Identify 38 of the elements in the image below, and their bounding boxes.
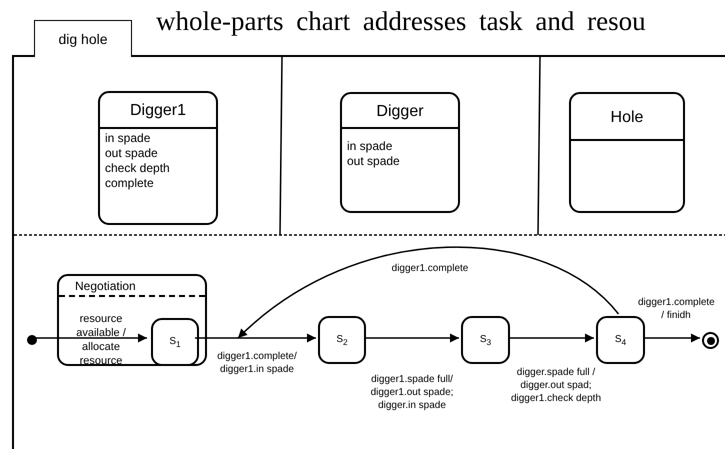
edge-label: digger.spade full / digger.out spad; digger1.check depth: [510, 366, 602, 405]
class-name: Digger: [376, 103, 424, 120]
class-box: [340, 92, 460, 213]
operation-name: in spade: [105, 131, 150, 146]
chart-title: whole-parts chart addresses task and resou: [156, 6, 646, 37]
edge-label: digger1.complete: [390, 262, 470, 275]
state-box: [318, 316, 366, 364]
transition-text: resource available / allocate resource: [75, 312, 127, 368]
transition-arrow: [364, 334, 459, 342]
transition-arrow: [238, 246, 620, 339]
edge-label: digger1.complete / finidh: [638, 296, 714, 322]
class-box: [98, 91, 218, 225]
final-state-circle: [702, 332, 719, 349]
transition-arrow: [643, 334, 700, 342]
operation-name: out spade: [347, 154, 400, 169]
operation-name: in spade: [347, 139, 392, 154]
class-name: Hole: [610, 109, 644, 126]
operation-name: check depth: [105, 161, 170, 176]
state-label: S$_{3}$: [480, 334, 492, 346]
state-box: [461, 316, 510, 364]
transition-arrow: [195, 334, 316, 342]
state-label: S$_{1}$: [169, 336, 181, 348]
class-name: Digger1: [130, 102, 186, 119]
edge-label: digger1.complete/ digger1.in spade: [216, 350, 298, 376]
transition-arrow: [35, 334, 147, 342]
state-box: [151, 318, 199, 366]
state-label: S$_{4}$: [614, 334, 626, 346]
class-box: [569, 92, 685, 213]
state-box: [596, 316, 645, 364]
edge-label: digger1.spade full/ digger1.out spade; digger.in spade: [370, 373, 454, 412]
operation-name: out spade: [105, 146, 158, 161]
composite-state: [57, 274, 207, 366]
transition-arrow: [508, 334, 594, 342]
state-name: Negotiation: [75, 279, 136, 293]
state-label: S$_{2}$: [336, 334, 348, 346]
initial-state-circle: [27, 335, 37, 345]
operation-name: complete: [105, 176, 154, 191]
frame-tab: dig hole: [34, 20, 132, 57]
